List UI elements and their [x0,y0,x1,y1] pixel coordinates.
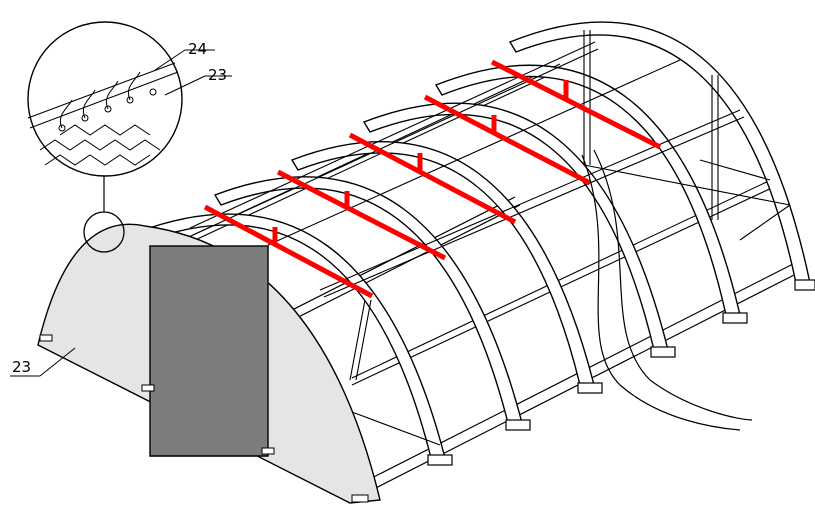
ridge-purlins [189,41,745,298]
cross-beam-1 [203,204,374,299]
cross-beam-3 [348,132,517,225]
hose [581,149,753,431]
callout-label-23-wall: 23 [12,358,31,376]
label-leaders [10,49,232,377]
back-frame-braces [349,30,791,446]
detail-callout [27,21,183,177]
cross-beam-4 [423,94,592,186]
cross-beam-5 [490,59,662,150]
callout-label-24: 24 [188,40,207,58]
cross-beam-2 [276,169,447,261]
end-wall-door [149,245,269,457]
base-plates [427,279,815,466]
callout-label-23-detail: 23 [208,66,227,84]
cross-beams [203,59,662,299]
